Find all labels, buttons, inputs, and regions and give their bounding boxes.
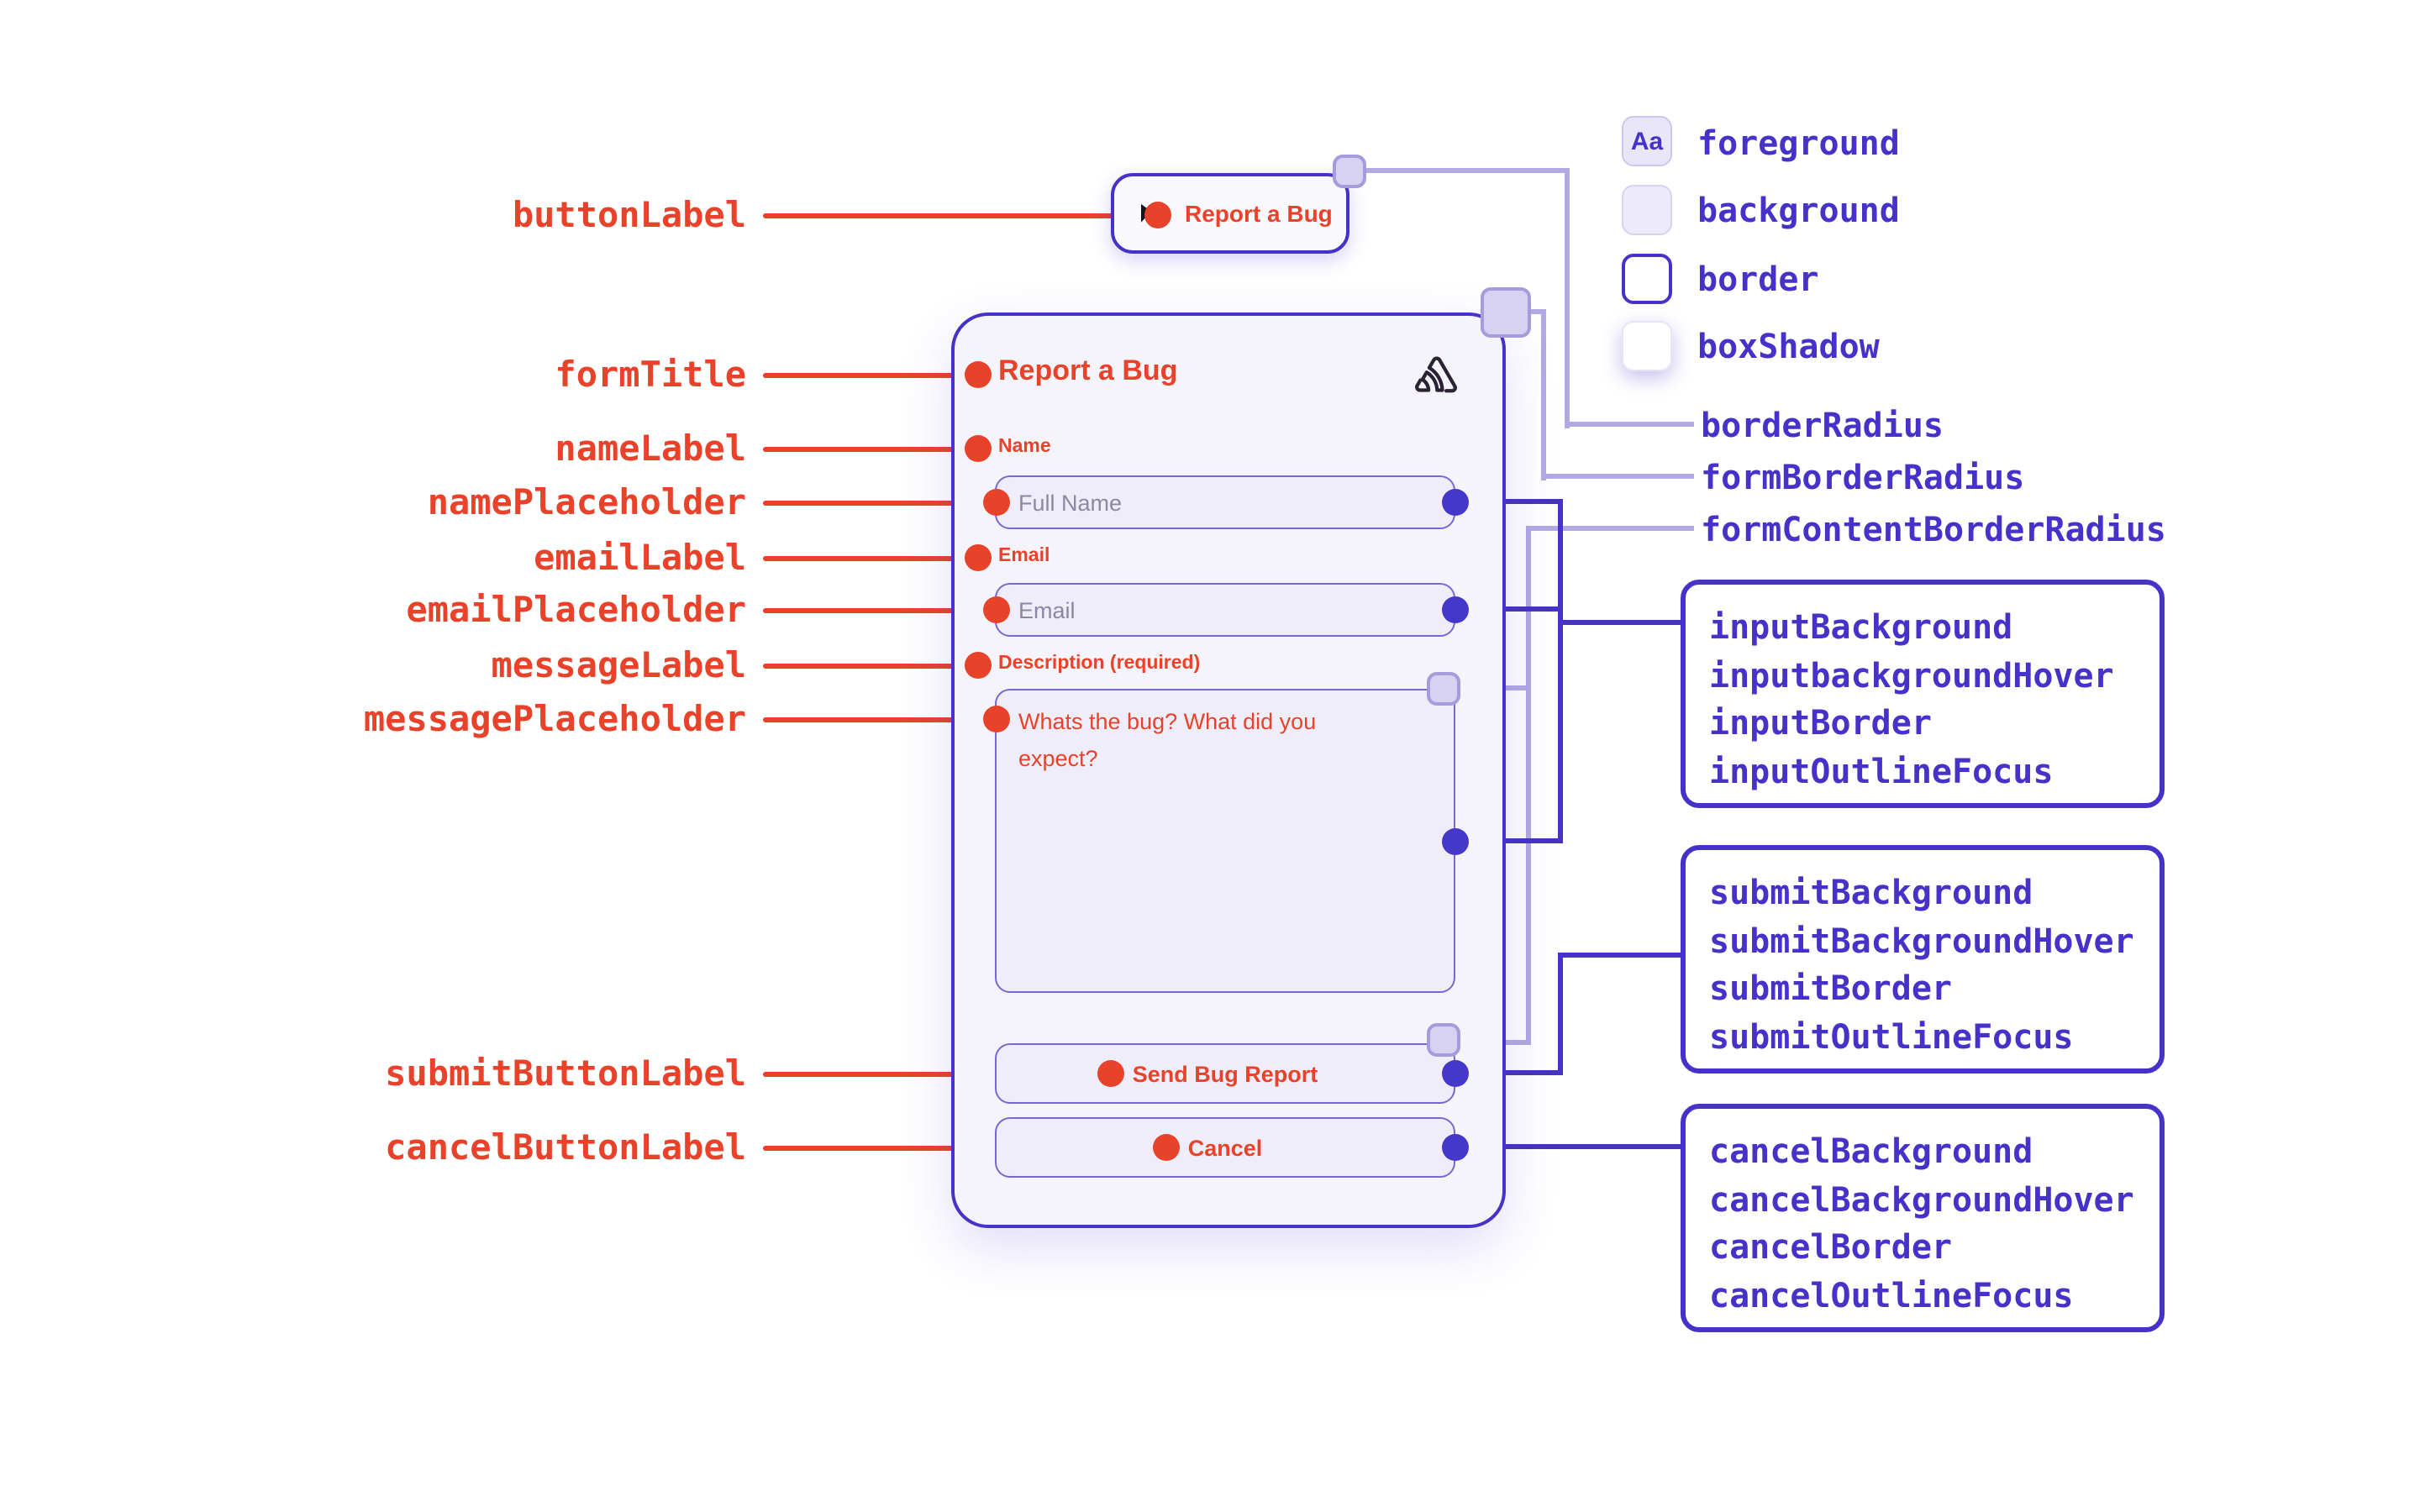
radius-connector [1526,526,1694,531]
submit-button[interactable]: Send Bug Report [995,1043,1455,1104]
annotation-dot [965,361,992,388]
annotation-line [763,608,997,613]
annotation-dot [965,544,992,571]
annotation-submitButtonLabel: submitButtonLabel [385,1053,746,1094]
annotation-formTitle: formTitle [555,354,746,395]
property-label: inputBorder [1709,702,1932,743]
legend-foreground: foreground [1697,123,1900,163]
property-connector [1465,1144,1681,1149]
name-label: Name [998,437,1051,457]
annotation-messagePlaceholder: messagePlaceholder [363,699,746,739]
radius-connector [1565,422,1694,427]
cancel-button[interactable]: Cancel [995,1117,1455,1178]
annotation-cancelButtonLabel: cancelButtonLabel [385,1127,746,1168]
annotation-emailPlaceholder: emailPlaceholder [406,590,746,630]
submit-button-label: Send Bug Report [1132,1061,1318,1086]
sentry-logo-icon [1413,354,1459,405]
boxshadow-swatch-icon [1622,321,1672,371]
email-label: Email [998,546,1050,566]
cancel-properties-box: cancelBackground cancelBackgroundHover c… [1681,1104,2165,1332]
radius-connector [1523,309,1546,314]
annotation-dot [983,596,1010,623]
cancel-button-label: Cancel [1187,1135,1263,1160]
property-label: submitBorder [1709,968,1952,1008]
annotation-emailLabel: emailLabel [534,538,746,578]
form-title: Report a Bug [998,354,1178,386]
background-swatch-icon [1622,185,1672,235]
property-connector [1465,499,1563,504]
property-label: inputBackground [1709,606,2013,647]
border-radius-handle-button[interactable] [1333,155,1366,188]
legend-background: background [1697,190,1900,230]
annotation-dot [965,652,992,679]
property-connector [1465,838,1563,843]
property-label: cancelBackgroundHover [1709,1179,2134,1219]
annotation-line [763,556,978,561]
annotation-messageLabel: messageLabel [491,645,746,685]
annotation-buttonLabel: buttonLabel [512,195,746,235]
message-textarea[interactable]: Whats the bug? What did you expect? [995,689,1455,993]
annotation-line [763,447,978,452]
annotation-line [763,213,1158,218]
label-formBorderRadius: formBorderRadius [1701,457,2025,497]
annotation-dot [965,435,992,462]
border-radius-handle-submit[interactable] [1427,1023,1460,1057]
annotation-line [763,501,997,506]
property-label: cancelOutlineFocus [1709,1274,2074,1315]
property-label: submitBackgroundHover [1709,920,2134,960]
border-radius-handle-textarea[interactable] [1427,672,1460,706]
submit-target-dot [1442,1060,1469,1087]
annotation-line [763,664,978,669]
property-label: cancelBorder [1709,1226,1952,1267]
radius-connector [1526,526,1531,1045]
email-placeholder: Email [1018,597,1076,622]
input-target-dot [1442,828,1469,855]
property-connector [1465,606,1563,612]
annotation-dot [1144,202,1171,228]
submit-properties-box: submitBackground submitBackgroundHover s… [1681,845,2165,1074]
legend-boxshadow: boxShadow [1697,326,1880,366]
message-placeholder: Whats the bug? What did you expect? [1018,709,1317,771]
trigger-button-label: Report a Bug [1185,200,1333,227]
radius-connector [1358,168,1570,173]
property-connector [1465,1070,1563,1075]
radius-connector [1541,309,1546,480]
border-radius-handle-form[interactable] [1481,287,1531,338]
annotation-dot [1097,1060,1124,1087]
annotation-nameLabel: nameLabel [555,428,746,469]
message-label: Description (required) [998,654,1201,674]
email-input[interactable]: Email [995,583,1455,637]
name-input[interactable]: Full Name [995,475,1455,529]
property-connector [1558,953,1563,1075]
annotation-namePlaceholder: namePlaceholder [427,482,746,522]
label-borderRadius: borderRadius [1701,405,1944,445]
property-connector [1558,620,1681,625]
name-placeholder: Full Name [1018,490,1123,515]
annotation-line [763,373,978,378]
legend-border: border [1697,259,1819,299]
annotation-dot [983,489,1010,516]
property-label: submitOutlineFocus [1709,1016,2074,1056]
cancel-target-dot [1442,1134,1469,1161]
label-formContentBorderRadius: formContentBorderRadius [1701,509,2166,549]
foreground-swatch-icon: Aa [1622,116,1672,166]
annotation-dot [1153,1134,1180,1161]
property-label: inputOutlineFocus [1709,750,2054,790]
input-properties-box: inputBackground inputbackgroundHover inp… [1681,580,2165,808]
annotation-line [763,717,997,722]
radius-connector [1565,168,1570,428]
border-swatch-icon [1622,254,1672,304]
input-target-dot [1442,489,1469,516]
input-target-dot [1442,596,1469,623]
property-label: submitBackground [1709,872,2033,912]
radius-connector [1541,474,1694,479]
property-connector [1558,953,1681,958]
property-label: cancelBackground [1709,1131,2033,1171]
annotation-line [763,1072,1111,1077]
annotation-dot [983,706,1010,732]
property-connector [1558,499,1563,843]
property-label: inputbackgroundHover [1709,654,2114,695]
